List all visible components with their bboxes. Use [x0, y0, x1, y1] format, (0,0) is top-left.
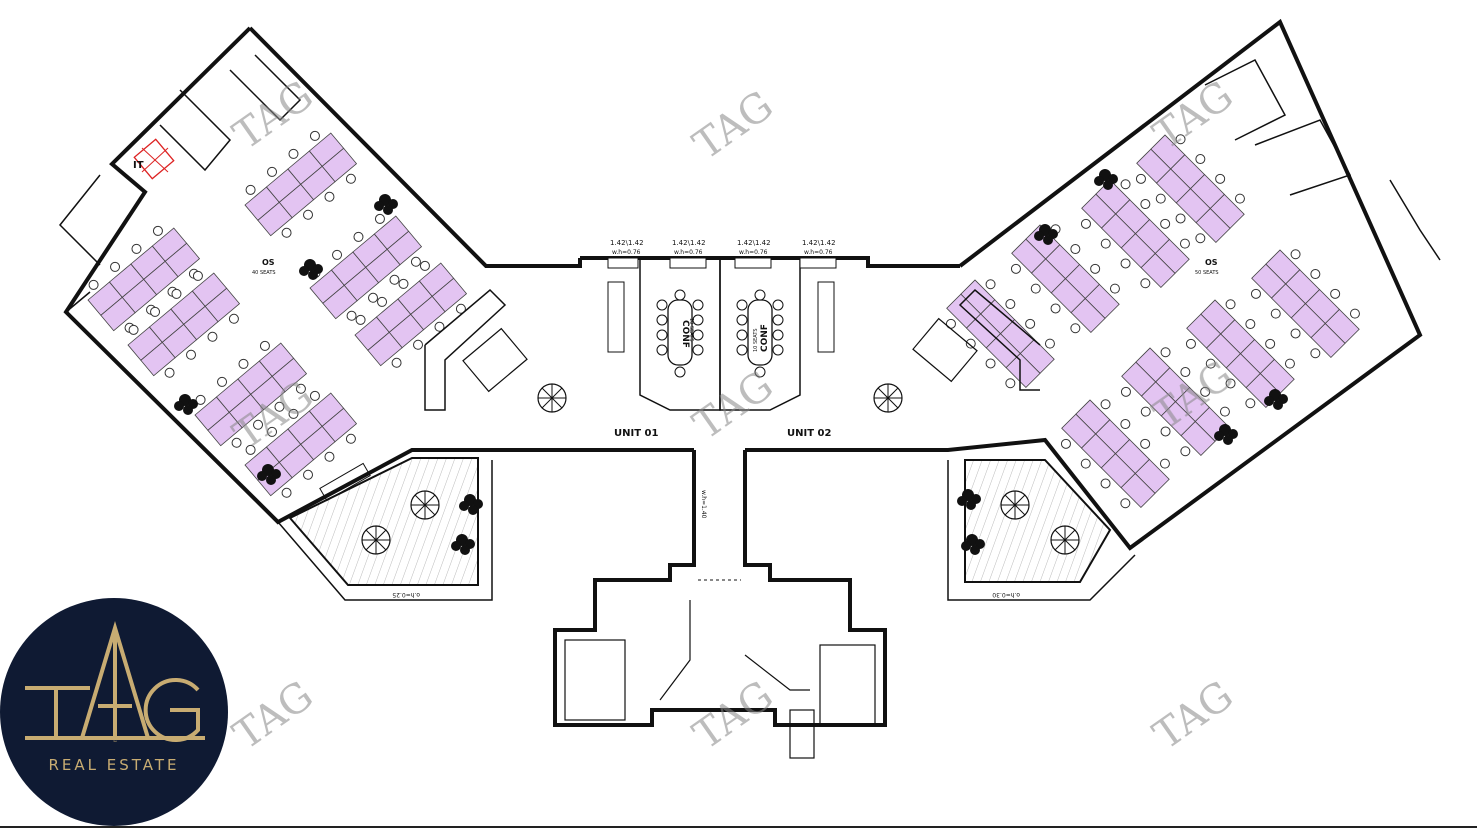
conf-right-sub: 10 SEATS: [753, 328, 759, 352]
left-wing: [58, 26, 694, 601]
window-label-3b: w.h=0.76: [739, 249, 768, 256]
os-left-label: OS: [262, 258, 275, 267]
window-label-2: 1.42\1.42: [672, 239, 706, 247]
conf-left-sub: 10 SEATS: [688, 318, 694, 342]
window-label-1b: w.h=0.76: [612, 249, 641, 256]
tag-logo-icon: TAG: [25, 621, 205, 743]
plan-labels: IT OS 40 SEATS OS 50 SEATS CONF 10 SEATS…: [133, 160, 1219, 598]
window-label-3: 1.42\1.42: [737, 239, 771, 247]
watermark-8: TAG: [685, 672, 781, 759]
os-right-label: OS: [1205, 258, 1218, 267]
corridor-label: w.h=1.40: [700, 490, 707, 519]
central-block: [537, 256, 960, 759]
bottom-border: [0, 826, 1477, 828]
watermark-7: TAG: [225, 672, 321, 759]
watermark-5: TAG: [685, 362, 781, 449]
conf-right-label: CONF: [760, 324, 770, 352]
window-label-4: 1.42\1.42: [802, 239, 836, 247]
conf-left-label: CONF: [680, 320, 690, 348]
it-room-label: IT: [133, 160, 144, 171]
terrace-left-label: o.h=0.25: [392, 591, 420, 598]
window-label-4b: w.h=0.76: [804, 249, 833, 256]
terrace-right-label: o.h=0.30: [992, 591, 1020, 598]
unit-01-label: UNIT 01: [614, 428, 658, 439]
window-label-1: 1.42\1.42: [610, 239, 644, 247]
watermark-9: TAG: [1145, 672, 1241, 759]
logo-subtitle: REAL ESTATE: [48, 756, 180, 774]
os-right-seats: 50 SEATS: [1195, 270, 1219, 276]
logo-brand-text: TAG: [113, 740, 117, 743]
watermark-1: TAG: [685, 82, 781, 169]
window-label-2b: w.h=0.76: [674, 249, 703, 256]
right-wing: [745, 18, 1441, 601]
os-left-seats: 40 SEATS: [252, 270, 276, 276]
unit-02-label: UNIT 02: [787, 428, 831, 439]
